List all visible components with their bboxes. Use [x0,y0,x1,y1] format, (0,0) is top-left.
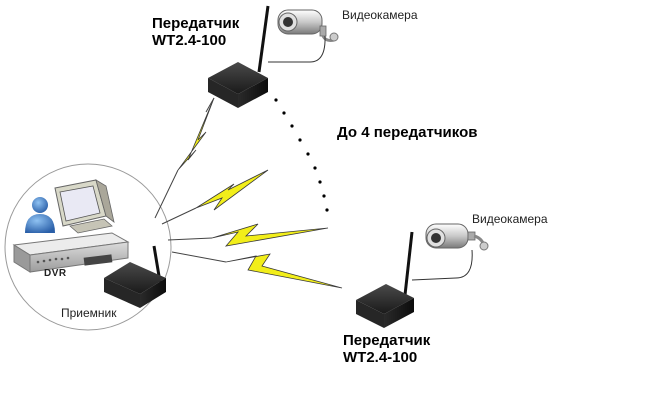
signal-link-1 [154,97,215,219]
signal-link-2 [161,169,269,225]
camera-bottom-label: Видеокамера [472,212,548,226]
signal-link-4 [171,251,343,289]
computer-monitor-icon [54,179,115,234]
transmitter-bottom-icon [356,231,414,328]
cable-top [268,35,326,63]
transmitter-top-model: WT2.4-100 [152,32,227,49]
receiver-station-circle [4,163,172,331]
max-transmitters-label: До 4 передатчиков [337,124,478,141]
transmitter-bottom-model: WT2.4-100 [343,349,418,366]
cable-bottom [411,249,473,281]
transmitter-bottom-name: Передатчик [343,332,431,349]
camera-top-icon [277,9,339,42]
transmitter-top-icon [208,5,270,108]
receiver-label: Приемник [61,306,117,320]
user-icon [25,197,55,233]
signal-link-3 [167,223,329,247]
more-transmitters-dots [274,98,329,212]
receiver-box-icon [104,245,166,308]
dvr-label: DVR [44,268,67,279]
transmitter-bottom-label: Передатчик WT2.4-100 [343,332,430,366]
camera-bottom-icon [425,223,489,251]
transmitter-top-label: Передатчик WT2.4-100 [152,15,239,49]
dvr-unit-icon [12,232,130,273]
camera-top-label: Видеокамера [342,8,418,22]
transmitter-top-name: Передатчик [152,15,240,32]
